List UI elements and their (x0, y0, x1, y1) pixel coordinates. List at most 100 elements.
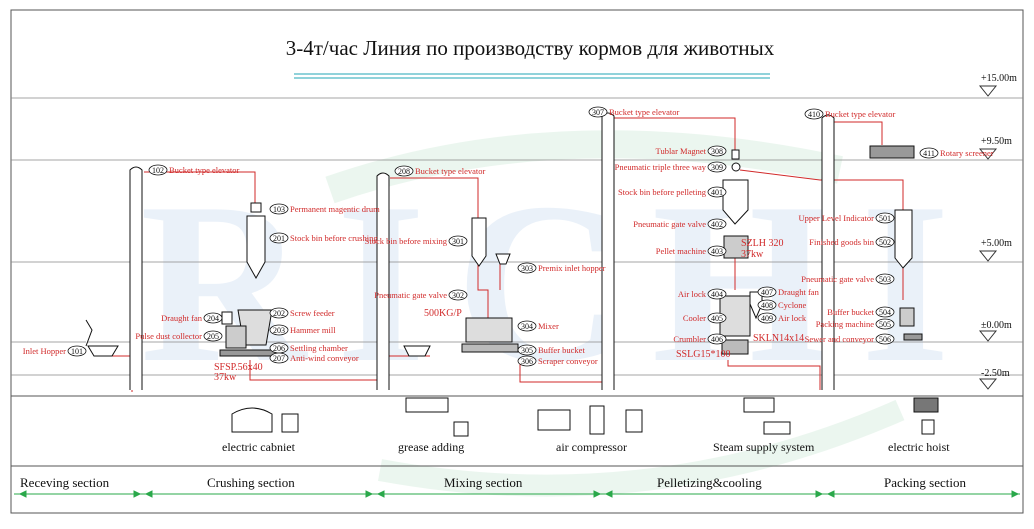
aux-equipment (231, 397, 939, 437)
callout-409: 409 Air lock (757, 312, 807, 324)
mixer-304 (465, 317, 513, 343)
callout-number: 208 (398, 167, 410, 176)
callout-bubble (757, 286, 777, 298)
callout-bubble (269, 307, 289, 319)
callout-text: Mixer (538, 321, 559, 331)
callout-bubble (919, 147, 939, 159)
callout-bubble (875, 236, 895, 248)
callout-bubble (707, 218, 727, 230)
callout-bubble (875, 333, 895, 345)
arrow-icon (604, 490, 613, 498)
watermark-text: RICHI (140, 155, 980, 410)
callout-number: 402 (711, 220, 723, 229)
watermark: RICHI (140, 130, 980, 497)
pipe-301-to-mixer (477, 262, 489, 320)
callout-number: 505 (879, 320, 891, 329)
sewer-conveyor-506 (903, 333, 923, 341)
level-markers: +15.00m +9.50m +5.00m ±0.00m -2.50m (978, 73, 1017, 390)
stock-bin-401 (722, 179, 749, 225)
level-lines (11, 97, 1023, 376)
callout-text: Pulse dust collector (135, 331, 202, 341)
stock-bin-301 (471, 217, 487, 267)
callout-bubble (875, 212, 895, 224)
callout-bubble (394, 165, 414, 177)
callout-bubble (707, 186, 727, 198)
level-triangle-icon (978, 148, 998, 160)
level-triangle-icon (978, 250, 998, 262)
callout-number: 307 (592, 108, 604, 117)
bucket-elevators (129, 112, 835, 390)
callout-number: 404 (711, 290, 723, 299)
callout-text: Air lock (778, 313, 807, 323)
level-label-15: +15.00m (981, 73, 1017, 84)
callout-text: Upper Level Indicator (798, 213, 874, 223)
inlet-hopper-101 (87, 345, 119, 357)
callout-402: 402 Pneumatic gate valve (633, 218, 727, 230)
aux-label-steam-supply: Steam supply system (713, 440, 815, 454)
scraper-conveyor-306 (461, 343, 519, 353)
callout-bubble (875, 306, 895, 318)
callout-408: 408 Cyclone (757, 299, 807, 311)
callout-bubble (757, 312, 777, 324)
crumbler-406 (721, 339, 749, 355)
callout-number: 102 (152, 166, 164, 175)
pipe-410-to-screener (832, 121, 883, 145)
finished-goods-bin-502 (894, 209, 913, 269)
pellet-machine-403 (723, 235, 749, 259)
callout-text: Cyclone (778, 300, 807, 310)
callout-text: Stock bin before pelleting (618, 187, 707, 197)
callout-number: 410 (808, 110, 820, 119)
elevator-102 (129, 166, 143, 390)
callout-number: 201 (273, 234, 285, 243)
callout-text: Anti-wind conveyor (290, 353, 359, 363)
callout-number: 306 (521, 357, 533, 366)
callout-text: Pneumatic gate valve (633, 219, 706, 229)
level-label-0: ±0.00m (981, 320, 1012, 331)
callout-text: Buffer bucket (827, 307, 874, 317)
callout-bubble (588, 106, 608, 118)
callout-text: Permanent magentic drum (290, 204, 380, 214)
elevator-307 (601, 112, 615, 390)
arrow-icon (365, 490, 374, 498)
elevator-208 (376, 172, 390, 390)
stock-bin-201 (246, 215, 266, 280)
callout-text: Pneumatic triple three way (615, 162, 707, 172)
callout-number: 204 (207, 314, 219, 323)
callout-number: 406 (711, 335, 723, 344)
arrow-icon (815, 490, 824, 498)
pipe-306-to-307 (519, 360, 604, 383)
callout-bubble (757, 299, 777, 311)
callout-text: Bucket type elevator (825, 109, 896, 119)
callout-number: 103 (273, 205, 285, 214)
callout-number: 207 (273, 354, 285, 363)
callout-number: 408 (761, 301, 773, 310)
callout-bubble (707, 333, 727, 345)
callout-text: Settling chamber (290, 343, 348, 353)
callout-text: Bucket type elevator (609, 107, 680, 117)
rotary-screener-411 (869, 145, 915, 159)
section-labels: Receving section Crushing section Mixing… (20, 475, 966, 490)
conveyor-207 (219, 349, 281, 357)
callout-bubble (448, 289, 468, 301)
callout-number: 206 (273, 344, 285, 353)
aux-label-air-compressor: air compressor (556, 440, 627, 454)
section-mixing: Mixing section (444, 475, 523, 490)
pipe-309-to-410 (739, 169, 904, 210)
level-triangle-icon (978, 378, 998, 390)
air-tank-icon (589, 405, 605, 435)
callout-number: 403 (711, 247, 723, 256)
callout-number: 409 (761, 314, 773, 323)
pipe-208-to-301 (390, 177, 479, 218)
tubular-magnet-308 (731, 149, 740, 160)
